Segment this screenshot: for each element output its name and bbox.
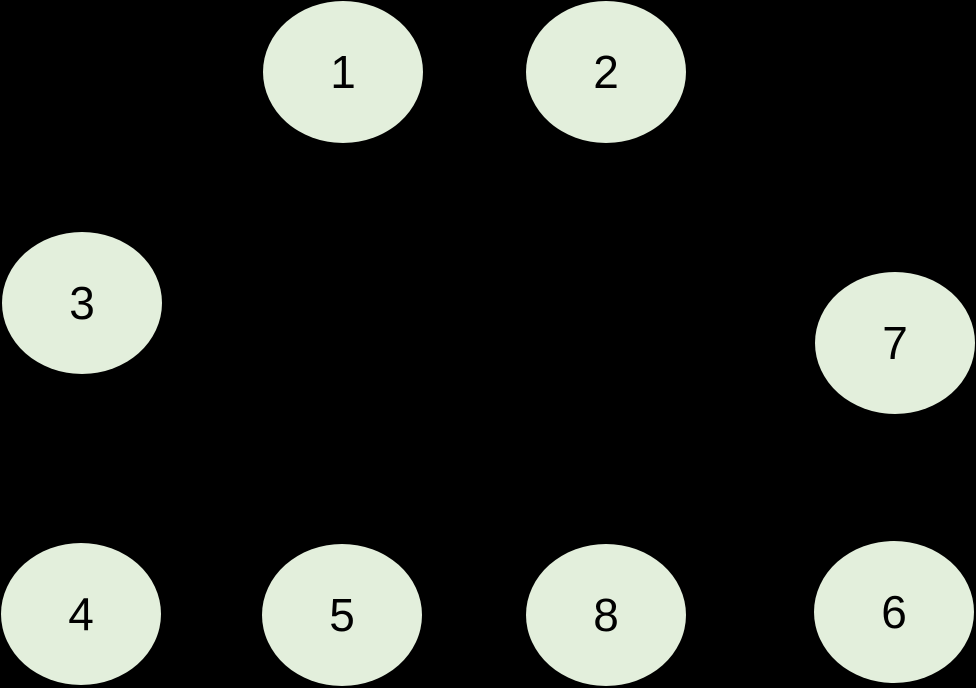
graph-node-label: 3 (69, 277, 95, 329)
graph-node-label: 8 (593, 589, 619, 641)
graph-node-label: 1 (330, 46, 356, 98)
graph-node-3: 3 (2, 232, 162, 374)
graph-node-8: 8 (526, 544, 686, 686)
graph-node-label: 5 (329, 589, 355, 641)
graph-node-label: 6 (881, 586, 907, 638)
graph-node-4: 4 (1, 543, 161, 685)
graph-node-2: 2 (526, 1, 686, 143)
graph-node-6: 6 (814, 541, 974, 683)
graph-node-5: 5 (262, 544, 422, 686)
graph-node-label: 2 (593, 46, 619, 98)
graph-node-7: 7 (815, 272, 975, 414)
graph-node-label: 7 (882, 317, 908, 369)
graph-node-1: 1 (263, 1, 423, 143)
graph-node-label: 4 (68, 588, 94, 640)
